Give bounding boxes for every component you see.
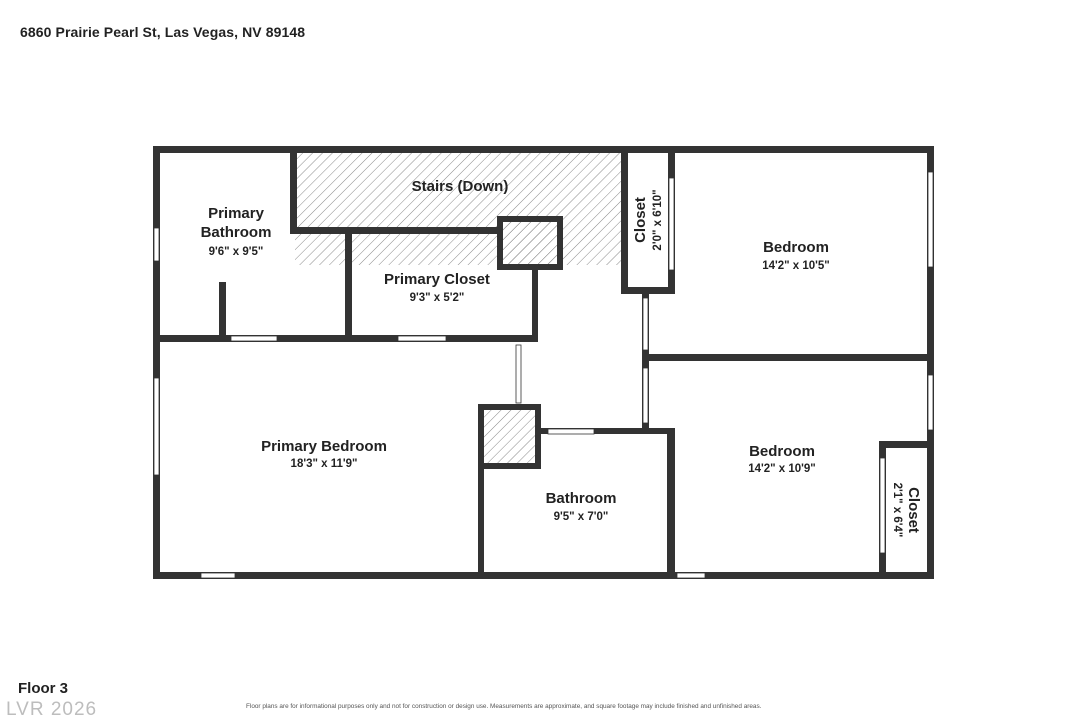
- bathroom-dims: 9'5" x 7'0": [554, 511, 609, 523]
- primary-bedroom-dims: 18'3" x 11'9": [291, 458, 358, 470]
- shaft-hatch-bottom: [484, 410, 535, 463]
- stairs-hatch: [295, 152, 623, 265]
- bedroom-bottom-label: Bedroom: [749, 443, 815, 460]
- bathroom-label: Bathroom: [546, 490, 617, 507]
- closet-bottom-dims: 2'1" x 6'4": [891, 483, 903, 538]
- stairs-label: Stairs (Down): [412, 178, 509, 195]
- disclaimer: Floor plans are for informational purpos…: [246, 703, 762, 710]
- openings: [153, 171, 934, 579]
- bedroom-top-label: Bedroom: [763, 239, 829, 256]
- shaft-hatch-top: [503, 221, 557, 264]
- closet-top-dims: 2'0" x 6'10": [652, 189, 664, 250]
- closet-bottom-label: Closet: [905, 487, 922, 533]
- watermark: LVR 2026: [6, 699, 98, 720]
- primary-bathroom-dims: 9'6" x 9'5": [209, 246, 264, 258]
- property-address: 6860 Prairie Pearl St, Las Vegas, NV 891…: [20, 24, 306, 40]
- primary-bathroom-label-1: Primary: [208, 205, 265, 222]
- primary-bedroom-label: Primary Bedroom: [261, 438, 387, 455]
- primary-closet-dims: 9'3" x 5'2": [410, 292, 465, 304]
- primary-bathroom-label-2: Bathroom: [201, 224, 272, 241]
- closet-top-label: Closet: [632, 197, 649, 243]
- floor-label: Floor 3: [18, 680, 69, 697]
- primary-closet-label: Primary Closet: [384, 271, 490, 288]
- bedroom-bottom-dims: 14'2" x 10'9": [748, 463, 816, 475]
- walls: [153, 146, 934, 579]
- bedroom-top-dims: 14'2" x 10'5": [762, 260, 830, 272]
